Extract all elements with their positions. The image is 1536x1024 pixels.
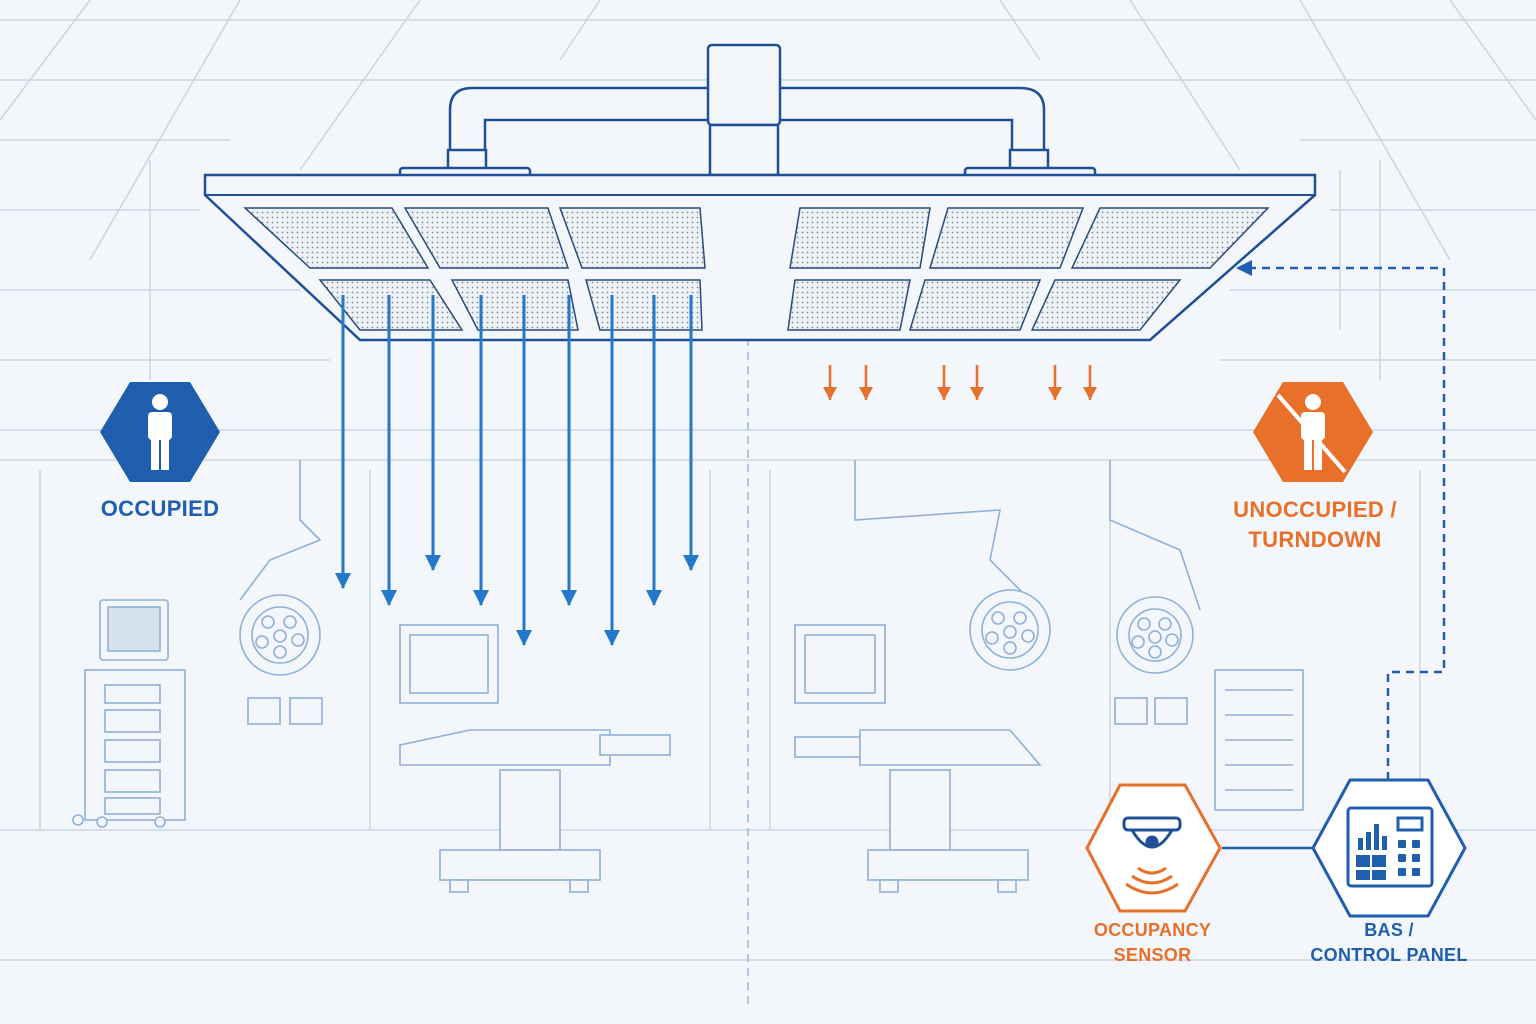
occupancy-sensor-badge — [1085, 783, 1222, 913]
unoccupied-label-line1: UNOCCUPIED / — [1233, 497, 1397, 522]
occupied-airflow-arrows — [335, 295, 699, 646]
left-room-equipment — [72, 460, 671, 893]
sensor-label-line1: OCCUPANCY — [1093, 920, 1212, 940]
ceiling-grid — [0, 0, 1536, 431]
sensor-label-line2: SENSOR — [1113, 945, 1192, 965]
right-room-equipment — [794, 460, 1304, 893]
occupied-badge — [100, 382, 220, 482]
unoccupied-badge — [1253, 382, 1373, 482]
control-panel-badge — [1311, 778, 1467, 918]
person-crossed-icon — [1301, 394, 1325, 470]
person-icon — [148, 394, 172, 470]
occupied-label: OCCUPIED — [100, 496, 220, 521]
supply-duct — [398, 43, 1097, 190]
control-signal-line — [1236, 260, 1446, 780]
panel-label-line2: CONTROL PANEL — [1310, 945, 1468, 965]
laminar-diffuser-array — [203, 173, 1317, 342]
turndown-airflow-arrows — [823, 365, 1097, 400]
occupancy-sensor-icon — [1122, 816, 1182, 849]
panel-label-line1: BAS / — [1364, 920, 1414, 940]
unoccupied-label-line2: TURNDOWN — [1248, 527, 1382, 552]
control-panel-icon — [1346, 806, 1434, 888]
